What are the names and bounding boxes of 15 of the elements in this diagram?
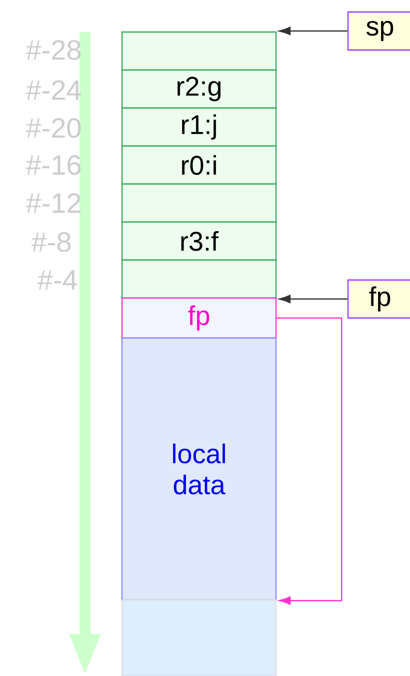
- register-box: sp: [347, 11, 410, 51]
- stack-cell: r0:i: [121, 145, 277, 185]
- arrow: [276, 317, 342, 605]
- stack-cell: r3:f: [121, 221, 277, 261]
- stack-cell: r1:j: [121, 107, 277, 147]
- arrow: [278, 26, 348, 36]
- stack-cell: [121, 183, 277, 223]
- local-data-block: local data: [121, 337, 277, 601]
- stack-cell: r2:g: [121, 69, 277, 109]
- arrow: [278, 294, 348, 304]
- frame-pointer-cell: fp: [121, 297, 277, 339]
- stack-cell: [121, 259, 277, 299]
- stack-cell: [121, 599, 277, 676]
- stack-cell: [121, 31, 277, 71]
- register-box: fp: [347, 279, 410, 319]
